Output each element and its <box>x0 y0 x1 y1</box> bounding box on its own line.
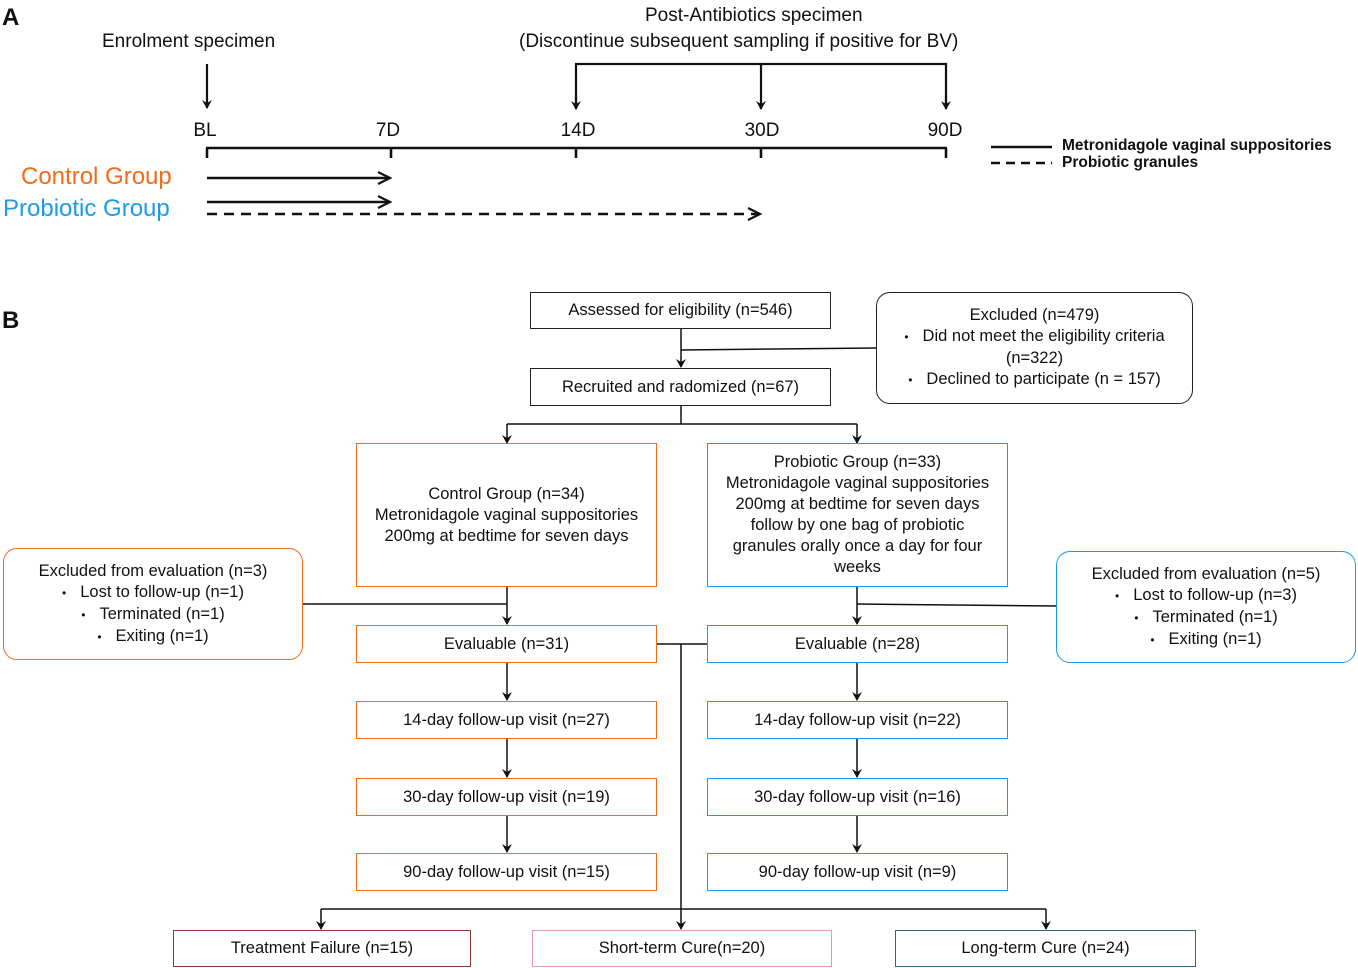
excluded-box: Excluded (n=479) Did not meet the eligib… <box>876 292 1193 404</box>
long-term-cure-text: Long-term Cure (n=24) <box>961 939 1130 957</box>
probiotic-excluded-title: Excluded from evaluation (n=5) <box>1091 564 1321 583</box>
control-group-label: Control Group <box>21 163 172 190</box>
probiotic-title: Probiotic Group (n=33) <box>773 453 942 471</box>
tick-30d: 30D <box>744 120 780 141</box>
post-antibiotics-label: Post-Antibiotics specimen <box>645 5 863 26</box>
legend-dashed-label: Probiotic granules <box>1062 154 1199 171</box>
control-fu30-text: 30-day follow-up visit (n=19) <box>403 787 610 806</box>
probiotic-group-label: Probiotic Group <box>3 195 170 222</box>
short-term-cure-box: Short-term Cure(n=20) <box>532 930 832 967</box>
treatment-failure-text: Treatment Failure (n=15) <box>230 939 414 957</box>
panel-b-label: B <box>2 307 20 334</box>
probiotic-excluded-item: Exiting (n=1) <box>1150 629 1262 651</box>
probiotic-fu30-text: 30-day follow-up visit (n=16) <box>754 787 961 806</box>
probiotic-excluded-box: Excluded from evaluation (n=5) Lost to f… <box>1056 551 1356 663</box>
probiotic-fu90-box: 90-day follow-up visit (n=9) <box>707 853 1008 891</box>
control-fu90-box: 90-day follow-up visit (n=15) <box>356 853 657 891</box>
control-fu90-text: 90-day follow-up visit (n=15) <box>403 862 610 881</box>
control-line1: Metronidagole vaginal suppositories <box>374 505 639 524</box>
probiotic-fu90-text: 90-day follow-up visit (n=9) <box>758 862 957 881</box>
short-term-cure-text: Short-term Cure(n=20) <box>598 939 766 957</box>
control-excluded-item: Terminated (n=1) <box>81 604 225 626</box>
excluded-item-criteria-count: (n=322) <box>1005 349 1064 367</box>
tick-90d: 90D <box>927 120 963 141</box>
long-term-cure-box: Long-term Cure (n=24) <box>895 930 1196 967</box>
recruited-box: Recruited and radomized (n=67) <box>530 368 831 406</box>
control-fu14-box: 14-day follow-up visit (n=27) <box>356 701 657 739</box>
probiotic-line2: 200mg at bedtime for seven days <box>735 495 980 513</box>
excluded-title: Excluded (n=479) <box>969 306 1100 324</box>
probiotic-evaluable-text: Evaluable (n=28) <box>794 634 921 653</box>
excluded-item-criteria: Did not meet the eligibility criteria <box>904 326 1165 348</box>
control-fu30-box: 30-day follow-up visit (n=19) <box>356 778 657 816</box>
legend-solid-label: Metronidagole vaginal suppositories <box>1062 137 1332 154</box>
probiotic-fu30-box: 30-day follow-up visit (n=16) <box>707 778 1008 816</box>
tick-14d: 14D <box>560 120 596 141</box>
control-fu14-text: 14-day follow-up visit (n=27) <box>403 710 610 729</box>
recruited-text: Recruited and radomized (n=67) <box>561 377 800 396</box>
control-evaluable-text: Evaluable (n=31) <box>443 634 570 653</box>
post-antibiotics-note: (Discontinue subsequent sampling if posi… <box>519 31 959 52</box>
control-excluded-item: Exiting (n=1) <box>97 626 209 648</box>
probiotic-fu14-box: 14-day follow-up visit (n=22) <box>707 701 1008 739</box>
control-evaluable-box: Evaluable (n=31) <box>356 625 657 663</box>
probiotic-line1: Metronidagole vaginal suppositories <box>725 474 990 492</box>
panel-a-label: A <box>2 4 20 31</box>
probiotic-group-box: Probiotic Group (n=33) Metronidagole vag… <box>707 443 1008 587</box>
probiotic-excluded-item: Terminated (n=1) <box>1134 607 1278 629</box>
control-group-box: Control Group (n=34) Metronidagole vagin… <box>356 443 657 587</box>
enrolment-label: Enrolment specimen <box>102 31 276 52</box>
probiotic-line5: weeks <box>834 558 881 576</box>
control-line2: 200mg at bedtime for seven days <box>384 526 629 545</box>
treatment-failure-box: Treatment Failure (n=15) <box>173 930 471 967</box>
probiotic-line3: follow by one bag of probiotic <box>750 516 965 534</box>
control-excluded-item: Lost to follow-up (n=1) <box>62 582 244 604</box>
tick-bl: BL <box>193 120 217 141</box>
assessed-box: Assessed for eligibility (n=546) <box>530 292 831 329</box>
control-excluded-title: Excluded from evaluation (n=3) <box>38 561 268 580</box>
control-excluded-box: Excluded from evaluation (n=3) Lost to f… <box>3 548 303 660</box>
excluded-item-declined: Declined to participate (n = 157) <box>908 369 1160 391</box>
probiotic-fu14-text: 14-day follow-up visit (n=22) <box>754 710 961 729</box>
probiotic-excluded-item: Lost to follow-up (n=3) <box>1115 585 1297 607</box>
probiotic-evaluable-box: Evaluable (n=28) <box>707 625 1008 663</box>
probiotic-line4: granules orally once a day for four <box>732 537 983 555</box>
assessed-text: Assessed for eligibility (n=546) <box>568 301 793 319</box>
tick-7d: 7D <box>375 120 401 141</box>
control-title: Control Group (n=34) <box>428 484 585 503</box>
